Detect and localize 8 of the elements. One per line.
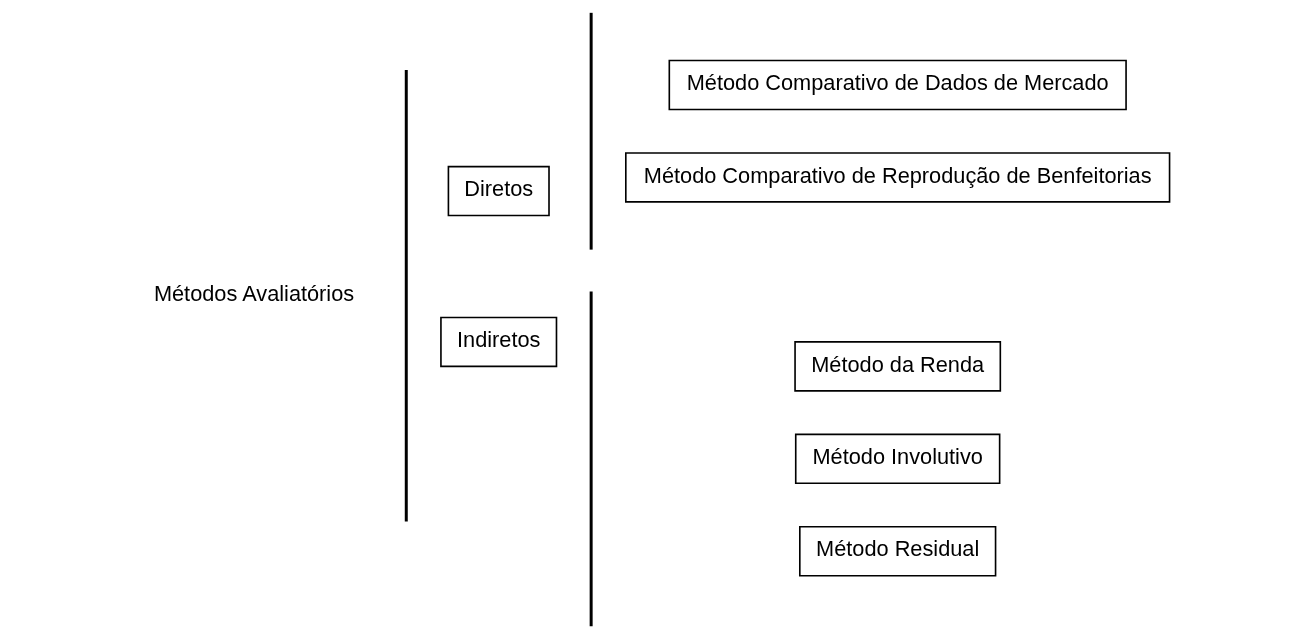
node-box: Método da Renda — [794, 341, 1002, 392]
node-box: Indiretos — [440, 316, 558, 368]
node-box: Método Comparativo de Dados de Mercado — [668, 59, 1127, 111]
label: Métodos Avaliatórios — [153, 280, 355, 306]
node-box: Diretos — [447, 165, 550, 217]
node-box: Método Residual — [799, 526, 997, 577]
node-box: Método Comparativo de Reprodução de Benfeitorias — [625, 152, 1171, 203]
node-box: Método Involutivo — [794, 433, 1001, 485]
